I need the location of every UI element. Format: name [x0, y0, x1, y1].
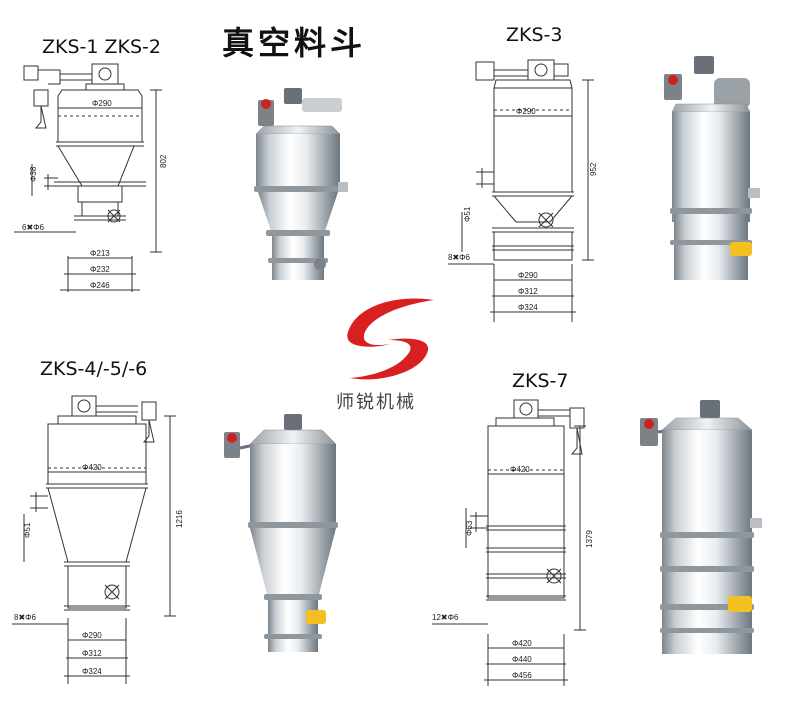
zks-1-2-diameter-1: Φ213: [90, 249, 110, 258]
zks-7-diameter-2: Φ440: [512, 655, 532, 664]
zks-3-inlet-diameter: Φ51: [463, 206, 472, 222]
zks-3-holes: 8✖Φ6: [448, 253, 471, 262]
model-label-zks-3: ZKS-3: [506, 24, 563, 46]
zks-3-body-diameter: Φ290: [516, 107, 536, 116]
zks-1-2-body-diameter: Φ290: [92, 99, 112, 108]
zks-3-diameter-3: Φ324: [518, 303, 538, 312]
zks-7-diameter-3: Φ456: [512, 671, 532, 680]
brand-name: 师锐机械: [336, 392, 416, 413]
zks-7-height: 1379: [585, 530, 594, 548]
brand-logo: [347, 298, 434, 380]
zks-7-holes: 12✖Φ6: [432, 613, 459, 622]
zks-1-2-holes: 6✖Φ6: [22, 223, 45, 232]
zks-1-2-height: 802: [159, 154, 168, 168]
zks-4-5-6-diameter-1: Φ290: [82, 631, 102, 640]
zks-7-photo: [640, 400, 762, 654]
zks-4-5-6-diameter-2: Φ312: [82, 649, 102, 658]
model-label-zks-4-5-6: ZKS-4/-5/-6: [40, 358, 148, 380]
zks-4-5-6-holes: 8✖Φ6: [14, 613, 37, 622]
zks-1-2-inlet-diameter: Φ38: [29, 166, 38, 182]
zks-4-5-6-photo: [224, 414, 338, 652]
zks-3-height: 952: [589, 162, 598, 176]
zks-3-photo: [664, 56, 760, 280]
model-label-zks-7: ZKS-7: [512, 370, 569, 392]
zks-7-drawing: Φ420 Φ63 1379 12✖Φ6 Φ420 Φ440 Φ456: [432, 399, 594, 686]
zks-3-drawing: Φ290 Φ51 952 8✖Φ6 Φ290 Φ312 Φ324: [448, 59, 598, 322]
zks-4-5-6-body-diameter: Φ420: [82, 463, 102, 472]
zks-1-2-diameter-3: Φ246: [90, 281, 110, 290]
zks-7-body-diameter: Φ420: [510, 465, 530, 474]
zks-4-5-6-height: 1216: [175, 510, 184, 528]
zks-1-2-photo: [254, 88, 348, 280]
zks-4-5-6-diameter-3: Φ324: [82, 667, 102, 676]
model-label-zks-1-2: ZKS-1 ZKS-2: [42, 36, 162, 58]
zks-1-2-diameter-2: Φ232: [90, 265, 110, 274]
zks-4-5-6-drawing: Φ420 Φ51 1216 8✖Φ6 Φ290 Φ312 Φ324: [12, 395, 184, 684]
zks-1-2-drawing: Φ290 Φ38 802 6✖Φ6 Φ213 Φ232 Φ246: [14, 63, 168, 292]
zks-3-diameter-1: Φ290: [518, 271, 538, 280]
zks-4-5-6-inlet-diameter: Φ51: [23, 522, 32, 538]
zks-3-diameter-2: Φ312: [518, 287, 538, 296]
zks-7-inlet-diameter: Φ63: [465, 520, 474, 536]
zks-7-diameter-1: Φ420: [512, 639, 532, 648]
page-title: 真空料斗: [222, 24, 367, 62]
